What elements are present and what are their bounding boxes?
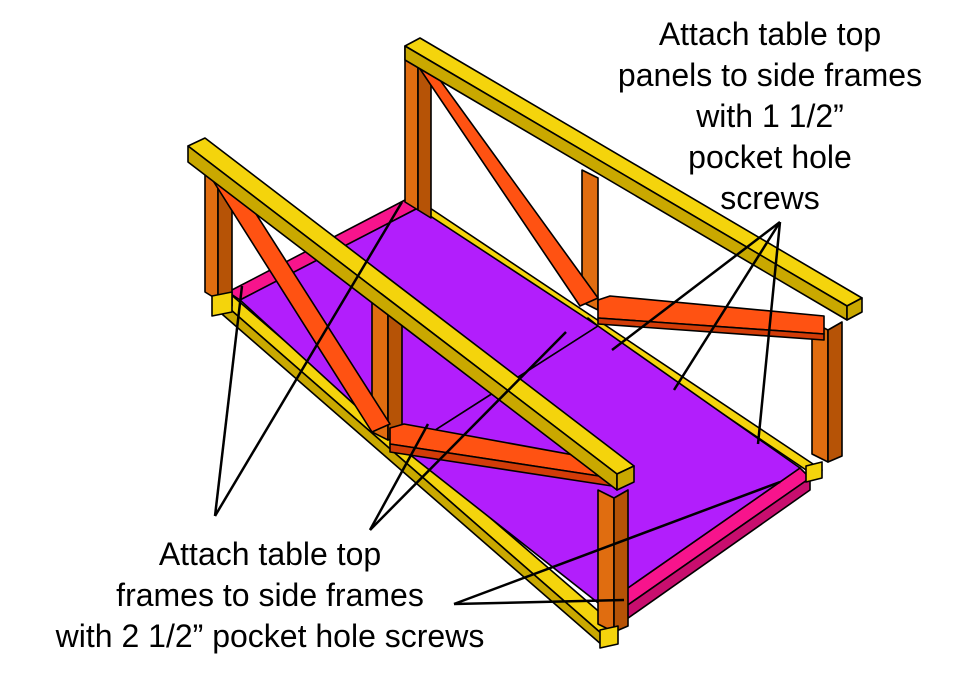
- callout-frames-line: Attach table top: [158, 536, 382, 572]
- front-post-right-side: [613, 489, 629, 633]
- callout-frames-line: with 2 1/2” pocket hole screws: [55, 618, 485, 654]
- callout-panels-line: pocket hole: [688, 139, 852, 175]
- foot-back-right: [805, 461, 823, 483]
- foot-front-left: [211, 291, 233, 317]
- callout-frames-label: Attach table top frames to side frames w…: [0, 534, 540, 657]
- callout-panels-label: Attach table top panels to side frames w…: [592, 14, 948, 219]
- leader-lines-frames-left: [213, 201, 404, 517]
- back-lower-brace: [597, 295, 825, 335]
- callout-panels-line: panels to side frames: [617, 57, 923, 93]
- foot-front-right: [599, 625, 619, 649]
- back-post-right-side: [827, 321, 843, 463]
- callout-panels-line: with 1 1/2”: [696, 98, 844, 134]
- back-post-left: [404, 45, 419, 211]
- leader-lines-frames-right: [453, 480, 781, 606]
- callout-frames-line: frames to side frames: [116, 577, 424, 613]
- callout-panels-line: Attach table top: [658, 16, 882, 52]
- front-post-right: [597, 489, 615, 633]
- back-lower-brace-side: [597, 317, 825, 341]
- leader-lines-frames-middle: [368, 331, 567, 531]
- front-top-rail-end: [616, 465, 635, 491]
- leader-lines-panels: [611, 221, 782, 445]
- back-post-right: [811, 321, 829, 463]
- back-top-rail-end: [846, 297, 863, 321]
- callout-panels-line: screws: [720, 180, 820, 216]
